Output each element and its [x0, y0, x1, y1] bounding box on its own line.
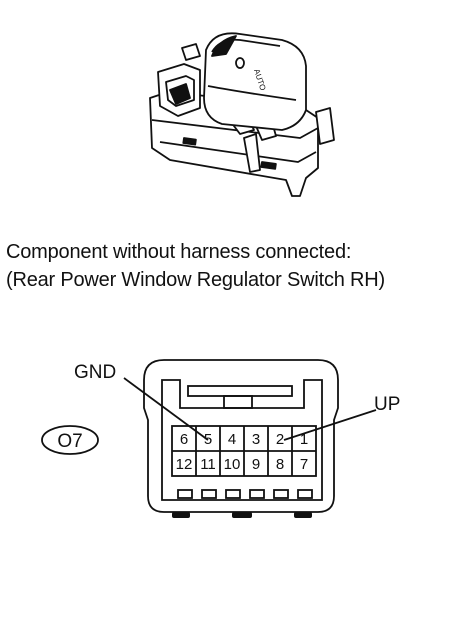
- pin-label: 7: [300, 456, 308, 473]
- connector-cavity: [161, 379, 323, 501]
- pin-label: 9: [252, 456, 260, 473]
- connector-code-label: O7: [57, 431, 82, 452]
- pin-label: 11: [200, 456, 216, 473]
- connector-lock: [223, 395, 253, 409]
- pin-label: 6: [180, 431, 188, 448]
- pin-label: 10: [224, 456, 241, 473]
- up-label: UP: [374, 394, 400, 415]
- caption-line-2: (Rear Power Window Regulator Switch RH): [6, 269, 385, 291]
- connector-feet: [172, 512, 312, 518]
- connector-illustration: [41, 359, 377, 513]
- pin-label: 4: [228, 431, 236, 448]
- pins-bottom-row: 12 11 10 9 8 7: [176, 456, 309, 473]
- connector-code-outline: [41, 425, 99, 455]
- pin-label: 2: [276, 431, 284, 448]
- up-leader-line: [283, 409, 377, 441]
- pins-top-row: 6 5 4 3 2 1: [180, 431, 308, 448]
- pin-label: 1: [300, 431, 308, 448]
- pin-label: 3: [252, 431, 260, 448]
- pin-label: 5: [204, 431, 212, 448]
- connector-housing: [143, 359, 339, 513]
- caption-line-1: Component without harness connected:: [6, 241, 352, 263]
- pin-label: 8: [276, 456, 284, 473]
- gnd-label: GND: [74, 362, 116, 383]
- connector-latch: [187, 385, 293, 397]
- gnd-leader-line: [123, 377, 209, 441]
- switch-knob: [203, 32, 307, 131]
- switch-illustration: [149, 32, 335, 197]
- pin-label: 12: [176, 456, 193, 473]
